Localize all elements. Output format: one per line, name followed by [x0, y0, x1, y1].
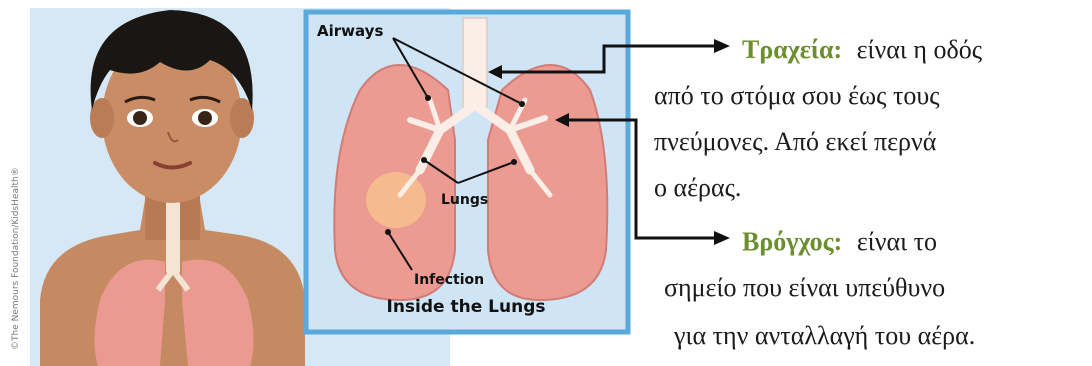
- infection-spot: [366, 172, 426, 228]
- inset-right-lung: [488, 65, 607, 300]
- child-trachea: [166, 195, 180, 275]
- child-right-pupil: [198, 111, 212, 125]
- bronchus-arrowhead-right: [714, 231, 730, 245]
- trachea-annotation: Τραχεία: είναι η οδός από το στόμα σου έ…: [654, 35, 983, 202]
- trachea-line-1: είναι η οδός: [857, 35, 983, 64]
- bronchus-annotation: Βρόγχος: είναι το σημείο που είναι υπεύθ…: [664, 227, 975, 350]
- bronchus-line-3: για την ανταλλαγή του αέρα.: [673, 321, 975, 350]
- child-left-pupil: [133, 111, 147, 125]
- svg-text:Τραχεία: είναι η οδός: Τραχεία: είναι η οδός: [742, 35, 983, 64]
- trachea-arrowhead-right: [714, 39, 730, 53]
- inset-caption: Inside the Lungs: [387, 297, 546, 317]
- bronchus-line-1: είναι το: [857, 227, 937, 256]
- trachea-line-4: ο αέρας.: [654, 173, 741, 202]
- trachea-line-2: από το στόμα σου έως τους: [654, 81, 940, 110]
- child-left-ear: [90, 98, 114, 138]
- bronchus-line-2: σημείο που είναι υπεύθυνο: [664, 273, 945, 302]
- trachea-line-3: πνεύμονες. Από εκεί περνά: [654, 127, 937, 156]
- trachea-term: Τραχεία:: [742, 35, 842, 64]
- copyright-text: ©The Nemours Foundation/KidsHealth®: [11, 167, 21, 350]
- bronchus-term: Βρόγχος:: [742, 227, 842, 256]
- infection-label: Infection: [414, 272, 484, 288]
- airways-label: Airways: [317, 22, 383, 40]
- inset-trachea: [463, 18, 487, 110]
- svg-text:Βρόγχος: είναι το: Βρόγχος: είναι το: [742, 227, 937, 256]
- lungs-label: Lungs: [441, 192, 488, 208]
